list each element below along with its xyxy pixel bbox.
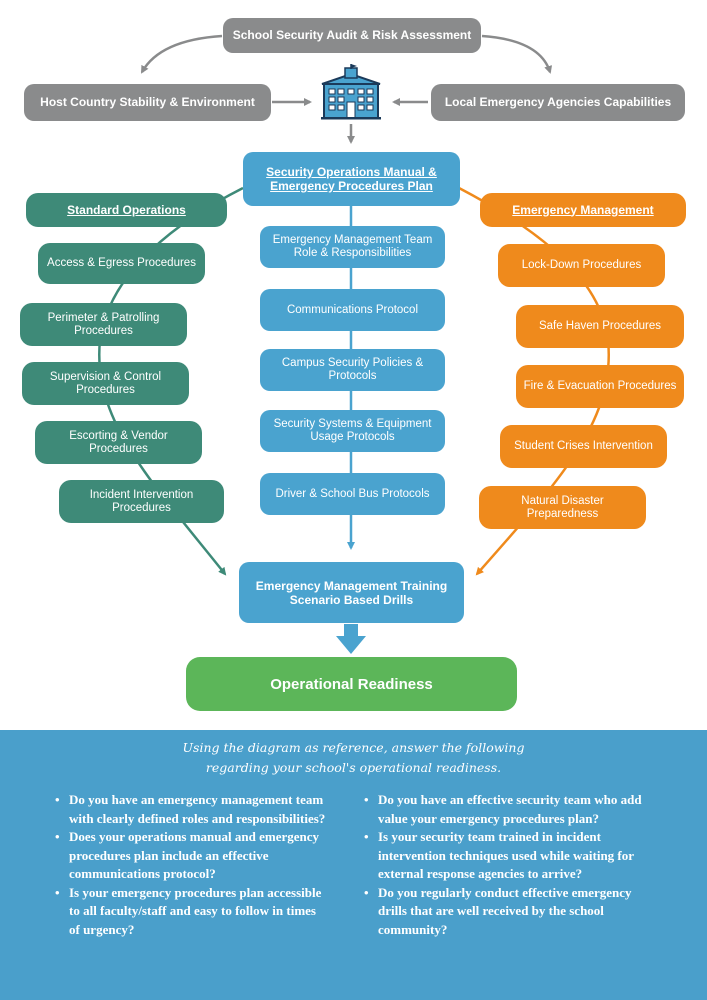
left-item: Perimeter & Patrolling Procedures [20, 303, 187, 346]
audit-box: School Security Audit & Risk Assessment [223, 18, 481, 53]
right-item: Safe Haven Procedures [516, 305, 684, 348]
center-item: Campus Security Policies & Protocols [260, 349, 445, 391]
standard-operations-label: Standard Operations [67, 202, 186, 217]
left-item-label: Incident Intervention Procedures [89, 488, 194, 514]
question-item: Is your emergency procedures plan access… [55, 884, 330, 940]
audit-to-local-arrow [481, 34, 553, 74]
question-item: Do you have an emergency management team… [55, 791, 330, 828]
left-item: Incident Intervention Procedures [59, 480, 224, 523]
emergency-management-header: Emergency Management [480, 193, 686, 227]
left-item: Escorting & Vendor Procedures [35, 421, 202, 464]
questions-left-list: Do you have an emergency management team… [55, 791, 330, 939]
center-item-label: Emergency Management Team Role & Respons… [272, 234, 433, 259]
manual-header-label: Security Operations Manual & Emergency P… [266, 165, 437, 193]
local-agencies-box: Local Emergency Agencies Capabilities [431, 84, 685, 121]
question-item: Do you have an effective security team w… [364, 791, 654, 828]
training-label: Emergency Management Training Scenario B… [255, 578, 448, 607]
right-item: Student Crises Intervention [500, 425, 667, 468]
question-item: Do you regularly conduct effective emerg… [364, 884, 654, 940]
right-item-label: Natural Disaster Preparedness [521, 494, 604, 520]
center-item: Security Systems & Equipment Usage Proto… [260, 410, 445, 452]
center-item: Driver & School Bus Protocols [260, 473, 445, 515]
left-item-label: Escorting & Vendor Procedures [69, 429, 168, 455]
question-item: Does your operations manual and emergenc… [55, 828, 330, 884]
right-item: Natural Disaster Preparedness [479, 486, 646, 529]
right-item-label: Fire & Evacuation Procedures [523, 380, 677, 392]
audit-label: School Security Audit & Risk Assessment [232, 28, 472, 42]
standard-operations-header: Standard Operations [26, 193, 227, 227]
left-item-label: Supervision & Control Procedures [49, 370, 162, 396]
right-item-label: Safe Haven Procedures [538, 320, 662, 332]
right-item: Fire & Evacuation Procedures [516, 365, 684, 408]
center-item: Emergency Management Team Role & Respons… [260, 226, 445, 268]
center-item-label: Security Systems & Equipment Usage Proto… [273, 418, 432, 443]
center-item-label: Driver & School Bus Protocols [275, 487, 430, 500]
center-item: Communications Protocol [260, 289, 445, 331]
local-agencies-label: Local Emergency Agencies Capabilities [444, 95, 672, 109]
left-item: Access & Egress Procedures [38, 243, 205, 284]
training-box: Emergency Management Training Scenario B… [239, 562, 464, 623]
training-to-readiness-arrow [336, 624, 366, 654]
left-item: Supervision & Control Procedures [22, 362, 189, 405]
center-item-label: Communications Protocol [286, 303, 419, 316]
emergency-management-label: Emergency Management [512, 202, 654, 217]
school-building-icon [321, 64, 381, 120]
right-item: Lock-Down Procedures [498, 244, 665, 287]
operational-readiness-box: Operational Readiness [186, 657, 517, 711]
right-item-label: Student Crises Intervention [514, 440, 653, 452]
host-country-label: Host Country Stability & Environment [40, 95, 255, 109]
question-item: Is your security team trained in inciden… [364, 828, 654, 884]
center-item-label: Campus Security Policies & Protocols [281, 357, 424, 382]
operational-readiness-label: Operational Readiness [270, 675, 433, 693]
audit-to-host-arrow [140, 34, 223, 74]
host-country-box: Host Country Stability & Environment [24, 84, 271, 121]
right-item-label: Lock-Down Procedures [521, 259, 642, 271]
manual-header-box: Security Operations Manual & Emergency P… [243, 152, 460, 206]
left-item-label: Perimeter & Patrolling Procedures [47, 311, 160, 337]
questions-intro: Using the diagram as reference, answer t… [182, 740, 525, 775]
questions-right-list: Do you have an effective security team w… [364, 791, 654, 939]
left-item-label: Access & Egress Procedures [47, 257, 196, 269]
